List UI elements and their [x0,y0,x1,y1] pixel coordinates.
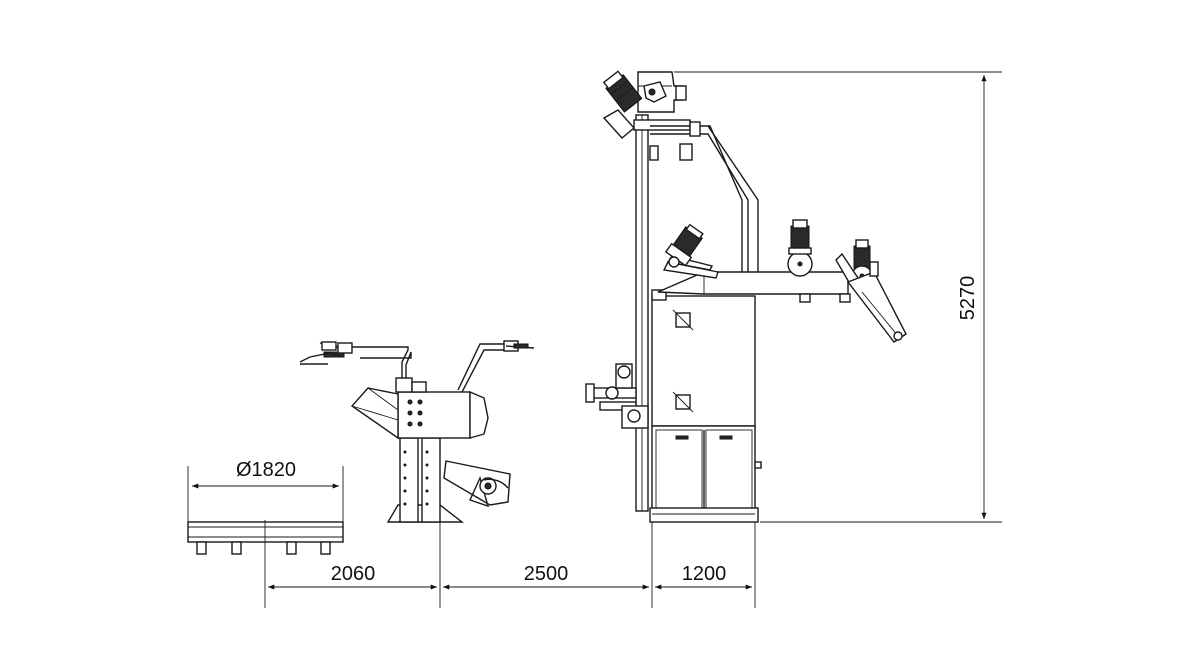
roll-platform [187,521,344,555]
dimension-1200: 1200 [682,563,727,585]
dimension-diameter: Ø1820 [236,459,296,481]
inspection-machine [585,70,907,523]
dimension-lines [187,71,1002,608]
unwinding-unit [299,340,535,523]
dimension-5270: 5270 [957,276,979,321]
dimension-2060: 2060 [331,563,376,585]
dimension-2500: 2500 [524,563,569,585]
